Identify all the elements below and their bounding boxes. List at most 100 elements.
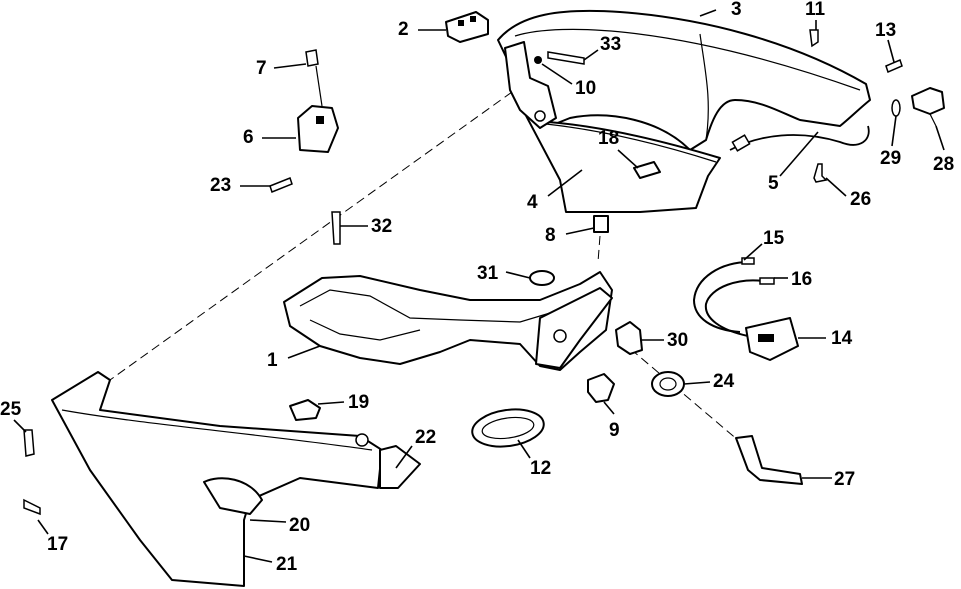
callout-30: 30	[667, 330, 689, 351]
part-3-fold	[699, 33, 709, 141]
leader-26	[825, 177, 847, 197]
block-slot-1	[458, 20, 464, 26]
leader-19	[317, 401, 345, 405]
part-13-screw	[885, 58, 903, 74]
part-8-clip	[593, 215, 609, 233]
leader-21	[243, 555, 273, 563]
assembly-line-upper	[597, 235, 601, 263]
part-11-pin	[809, 29, 819, 48]
leader-33	[583, 49, 599, 61]
callout-24: 24	[713, 371, 735, 392]
callout-31: 31	[477, 263, 499, 284]
part-16-wire	[704, 279, 771, 337]
leader-28	[935, 125, 945, 151]
block-slot-2	[470, 16, 476, 22]
callout-3: 3	[731, 0, 742, 20]
part-28-lead	[929, 113, 937, 127]
part-6-lead	[315, 65, 323, 107]
leader-24	[683, 381, 711, 385]
callout-5: 5	[768, 173, 779, 194]
part-19-block	[289, 399, 321, 421]
leader-7	[273, 63, 307, 69]
callout-26: 26	[850, 189, 872, 210]
part-26-screw	[813, 163, 828, 183]
part-15-wire	[692, 261, 751, 333]
callout-19: 19	[348, 392, 370, 413]
part-4-front-panel	[521, 107, 721, 213]
leader-13	[887, 39, 895, 63]
part-16-terminal	[759, 277, 775, 285]
part-25-bolt	[23, 429, 35, 457]
callout-15: 15	[763, 228, 785, 249]
part-33-bolt	[547, 51, 585, 65]
leader-12	[517, 439, 531, 459]
part-30-plug	[615, 321, 643, 355]
part-24-hole	[659, 377, 677, 391]
callout-28: 28	[933, 154, 955, 175]
part-1-inner-rim	[299, 289, 561, 323]
callout-17: 17	[47, 534, 69, 555]
part-24-grommet	[651, 371, 685, 397]
leader-29	[891, 115, 897, 147]
callout-21: 21	[276, 554, 298, 575]
switch-box-detail	[316, 116, 324, 124]
connector-socket	[758, 334, 774, 342]
leader-15	[743, 243, 763, 261]
callout-6: 6	[243, 127, 254, 148]
leader-22	[395, 445, 413, 469]
leader-25	[13, 419, 27, 433]
part-12-oval-cover	[471, 408, 545, 448]
callout-18: 18	[598, 128, 620, 149]
callout-12: 12	[530, 458, 552, 479]
callout-29: 29	[880, 148, 902, 169]
part-1-inner-rim-2	[309, 319, 421, 341]
leader-10	[541, 63, 573, 85]
assembly-line-lower	[619, 339, 753, 453]
part-4-rim	[545, 123, 717, 163]
callout-9: 9	[609, 420, 620, 441]
assembly-line-main	[109, 91, 513, 381]
part-27-strap	[735, 435, 803, 485]
part-6-switch-box	[297, 105, 339, 153]
part-5-cable	[729, 125, 870, 151]
callout-20: 20	[289, 515, 311, 536]
bracket-hole	[534, 110, 546, 122]
part-3-edge-line	[514, 28, 861, 91]
part-18-clip	[633, 161, 661, 179]
part-7-plate	[305, 49, 319, 67]
part-21-rim	[61, 409, 373, 451]
leader-8	[565, 227, 595, 235]
leader-18	[617, 149, 639, 169]
callout-10: 10	[575, 78, 597, 99]
callout-13: 13	[875, 20, 897, 41]
leader-3	[699, 9, 717, 17]
hinge-bracket	[504, 41, 557, 129]
leader-4	[547, 169, 583, 197]
part-12-inner-edge	[481, 416, 535, 440]
part-1-lever	[535, 287, 613, 369]
callout-23: 23	[210, 175, 232, 196]
callout-33: 33	[600, 34, 622, 55]
lever-hole	[553, 329, 567, 343]
leader-1	[287, 345, 321, 359]
cable-clip	[731, 134, 751, 152]
part-17-bolt	[23, 498, 41, 516]
lower-cover-boss	[355, 433, 369, 447]
callout-11: 11	[805, 0, 826, 20]
callout-4: 4	[527, 192, 538, 213]
part-1-lower-pan	[283, 271, 613, 371]
part-3-upper-cover	[497, 9, 871, 151]
part-9-clip	[587, 373, 615, 403]
callout-16: 16	[791, 269, 813, 290]
leader-9	[603, 401, 615, 415]
part-15-terminal	[741, 257, 755, 265]
part-31-grommet	[529, 270, 555, 286]
part-28-connector	[911, 87, 945, 115]
callout-14: 14	[831, 328, 853, 349]
leader-20	[249, 519, 287, 523]
callout-8: 8	[545, 225, 556, 246]
callout-25: 25	[0, 399, 22, 420]
callout-22: 22	[415, 427, 437, 448]
